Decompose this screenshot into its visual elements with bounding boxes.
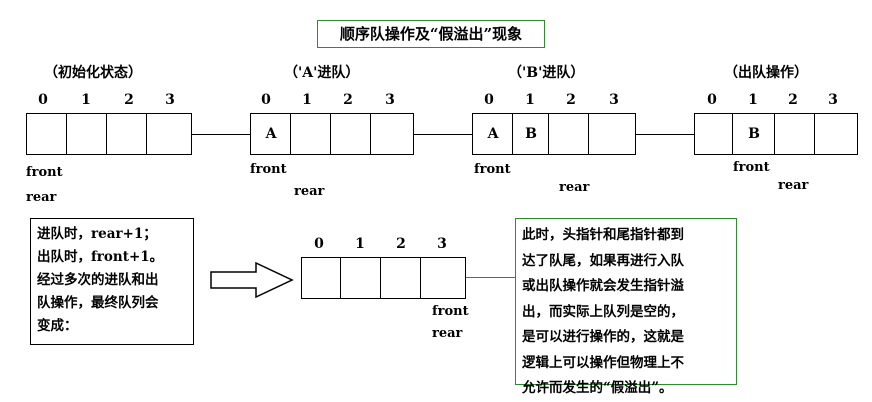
diagram-title: 顺序队操作及“假溢出”现象 bbox=[317, 20, 545, 48]
queue-index: 2 bbox=[343, 92, 353, 108]
state-heading-dequeue: （出队操作） bbox=[724, 65, 808, 81]
queue-index: 2 bbox=[124, 92, 134, 108]
queue-index: 0 bbox=[707, 92, 717, 108]
front-pointer-label: front bbox=[474, 162, 511, 177]
queue-cell bbox=[774, 113, 816, 155]
queue-index: 0 bbox=[484, 92, 494, 108]
queue-index: 0 bbox=[314, 236, 324, 252]
connector-line bbox=[192, 134, 250, 135]
front-pointer-label: front bbox=[26, 165, 63, 180]
note-line: 允许而发生的“假溢出”。 bbox=[522, 380, 673, 396]
note-line: 经过多次的进队和出 bbox=[37, 272, 159, 288]
note-line: 或出队操作就会发生指针溢 bbox=[522, 278, 684, 294]
queue-index: 1 bbox=[525, 92, 535, 108]
note-line: 是可以进行操作的，这就是 bbox=[522, 329, 684, 345]
rear-pointer-label: rear bbox=[26, 190, 57, 205]
note-line: 队操作，最终队列会 bbox=[37, 295, 159, 311]
queue-index: 2 bbox=[788, 92, 798, 108]
queue-cell bbox=[106, 113, 148, 155]
queue-cell bbox=[588, 113, 636, 155]
queue-index: 1 bbox=[355, 236, 365, 252]
connector-line bbox=[414, 134, 472, 135]
front-pointer-label: front bbox=[250, 162, 287, 177]
connector-line bbox=[466, 277, 515, 278]
queue-index: 2 bbox=[396, 236, 406, 252]
queue-index: 3 bbox=[385, 92, 395, 108]
queue-cell bbox=[301, 257, 342, 299]
queue-cell bbox=[330, 113, 372, 155]
queue-cell bbox=[814, 113, 858, 155]
front-pointer-label: front bbox=[432, 304, 469, 319]
queue-cell: B bbox=[732, 113, 776, 155]
queue-cell bbox=[548, 113, 590, 155]
rear-pointer-label: rear bbox=[294, 184, 325, 199]
rear-pointer-label: rear bbox=[778, 178, 809, 193]
queue-cell bbox=[340, 257, 382, 299]
queue-index: 1 bbox=[748, 92, 758, 108]
front-pointer-label: front bbox=[733, 160, 770, 175]
queue-index: 0 bbox=[38, 92, 48, 108]
queue-cell bbox=[370, 113, 414, 155]
queue-cell bbox=[146, 113, 192, 155]
queue-cell bbox=[26, 113, 68, 155]
note-line: 出，而实际上队列是空的， bbox=[522, 303, 684, 320]
queue-index: 1 bbox=[81, 92, 91, 108]
queue-index: 0 bbox=[261, 92, 271, 108]
right-arrow-icon bbox=[210, 262, 294, 298]
left-note-box: 进队时，rear+1； 出队时，front+1。 经过多次的进队和出 队操作，最… bbox=[30, 218, 194, 345]
queue-cell: A bbox=[250, 113, 292, 155]
queue-cell: A bbox=[472, 113, 514, 155]
queue-index: 3 bbox=[165, 92, 175, 108]
rear-pointer-label: rear bbox=[432, 326, 463, 341]
queue-cell bbox=[290, 113, 332, 155]
note-line: 达了队尾，如果再进行入队 bbox=[522, 252, 684, 269]
queue-cell bbox=[694, 113, 734, 155]
connector-line bbox=[636, 134, 694, 135]
queue-cell: B bbox=[512, 113, 550, 155]
rear-pointer-label: rear bbox=[559, 180, 590, 195]
queue-index: 3 bbox=[437, 236, 447, 252]
queue-cell bbox=[420, 257, 466, 299]
queue-cell bbox=[380, 257, 422, 299]
queue-index: 3 bbox=[828, 92, 838, 108]
state-heading-enqueue-a: （'A'进队） bbox=[284, 65, 360, 81]
state-heading-initial: （初始化状态） bbox=[44, 65, 142, 81]
note-line: 此时，头指针和尾指针都到 bbox=[522, 227, 684, 243]
queue-cell bbox=[66, 113, 108, 155]
queue-index: 1 bbox=[302, 92, 312, 108]
note-line: 逻辑上可以操作但物理上不 bbox=[522, 354, 684, 371]
state-heading-enqueue-b: （'B'进队） bbox=[508, 65, 585, 81]
note-line: 进队时，rear+1； bbox=[37, 226, 157, 242]
note-line: 出队时，front+1。 bbox=[37, 249, 164, 265]
note-line: 变成： bbox=[37, 318, 78, 334]
queue-index: 2 bbox=[566, 92, 576, 108]
queue-index: 3 bbox=[609, 92, 619, 108]
right-note-box: 此时，头指针和尾指针都到 达了队尾，如果再进行入队 或出队操作就会发生指针溢 出… bbox=[515, 218, 737, 396]
